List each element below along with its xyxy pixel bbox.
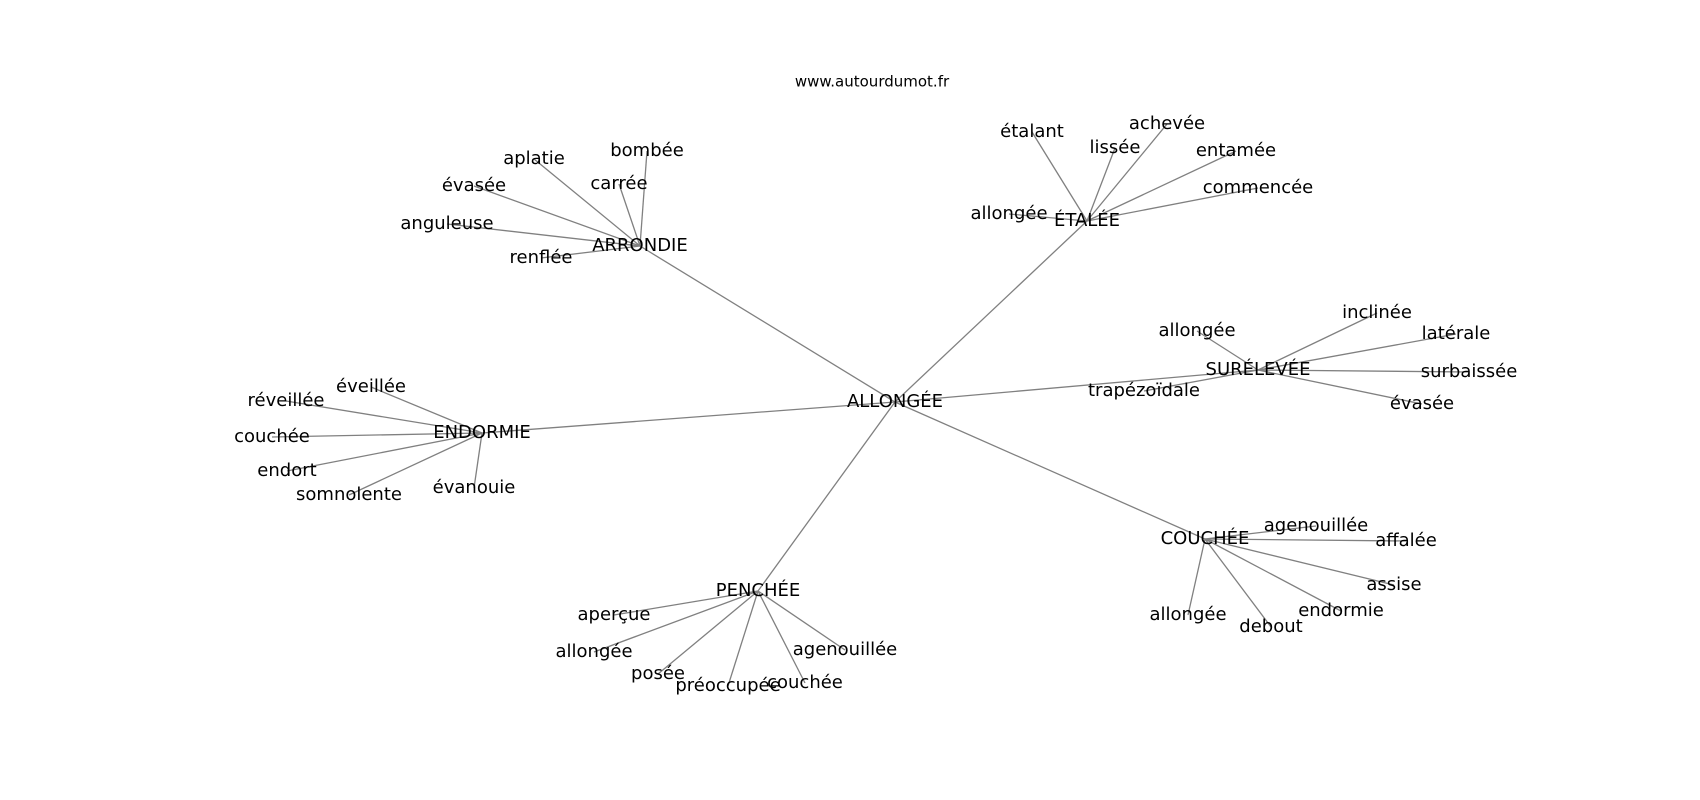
node-hub-etalee: ÉTALÉE [1054, 209, 1120, 231]
edge-arrondie-aplatie [533, 158, 641, 247]
site-url: www.autourdumot.fr [795, 73, 950, 91]
edge-couchee-assise [1204, 538, 1395, 586]
edge-couchee-affalee [1204, 538, 1407, 542]
node-center-allongee: ALLONGÉE [847, 390, 943, 412]
node-leaf-evasee: évasée [442, 175, 506, 196]
edge-etalee-etalant [1031, 131, 1088, 222]
node-leaf-allongee: allongée [555, 641, 632, 662]
edge-etalee-entamee [1086, 150, 1237, 222]
node-leaf-posee: posée [631, 663, 685, 684]
edge-surelevee-inclinee [1257, 312, 1378, 371]
node-leaf-aplatie: aplatie [503, 148, 565, 169]
node-leaf-allongee: allongée [970, 203, 1047, 224]
edge-couchee-debout [1204, 538, 1272, 628]
edge-endormie-eveillee [370, 386, 483, 434]
edge-arrondie-bombee [639, 150, 648, 247]
edge-penchee-posee [657, 590, 759, 675]
node-leaf-trapezoidale: trapézoïdale [1088, 380, 1200, 401]
edge-couchee-agenouillee [1204, 525, 1317, 540]
graph-edges [271, 123, 1470, 687]
node-leaf-couchee: couchée [767, 672, 843, 693]
edge-etalee-allongee [1008, 213, 1088, 222]
edge-endormie-endort [286, 432, 483, 472]
edge-endormie-evanouie [473, 432, 483, 489]
node-leaf-eveillee: éveillée [336, 376, 406, 397]
node-leaf-agenouillee: agenouillée [793, 639, 898, 660]
edge-center-penchee [757, 401, 896, 592]
edge-endormie-reveillee [285, 400, 483, 434]
node-leaf-apercue: aperçue [578, 604, 651, 625]
edge-arrondie-anguleuse [446, 223, 641, 247]
edge-penchee-preoccupee [727, 590, 759, 687]
edge-penchee-apercue [613, 590, 759, 616]
node-leaf-anguleuse: anguleuse [400, 213, 493, 234]
edge-penchee-couchee [757, 590, 806, 684]
node-leaf-endormie: endormie [1298, 600, 1384, 621]
node-leaf-somnolente: somnolente [296, 484, 402, 505]
edge-center-couchee [894, 401, 1206, 540]
node-leaf-reveillee: réveillée [248, 390, 325, 411]
node-leaf-inclinee: inclinée [1342, 302, 1412, 323]
node-leaf-endort: endort [257, 460, 316, 481]
node-leaf-assise: assise [1366, 574, 1421, 595]
node-leaf-evasee: évasée [1390, 393, 1454, 414]
node-leaf-allongee: allongée [1149, 604, 1226, 625]
edge-arrondie-evasee [473, 185, 641, 247]
edge-etalee-achevee [1086, 123, 1168, 222]
edge-endormie-couchee [271, 432, 483, 438]
edge-etalee-commencee [1086, 187, 1259, 222]
node-leaf-evanouie: évanouie [433, 477, 516, 498]
node-leaf-lissee: lissée [1090, 137, 1141, 158]
node-leaf-commencee: commencée [1203, 177, 1314, 198]
edge-couchee-endormie [1204, 538, 1342, 612]
node-hub-surelevee: SURÉLEVÉE [1206, 358, 1311, 380]
node-leaf-debout: debout [1239, 616, 1302, 637]
edge-couchee-allongee [1187, 538, 1206, 616]
edge-center-endormie [481, 401, 896, 434]
edge-surelevee-evasee [1257, 369, 1423, 405]
edge-penchee-allongee [593, 590, 759, 653]
node-leaf-surbaissee: surbaissée [1421, 361, 1518, 382]
edge-endormie-somnolente [348, 432, 483, 496]
node-leaf-laterale: latérale [1422, 323, 1491, 344]
edge-penchee-agenouillee [757, 590, 846, 651]
edge-surelevee-trapezoidale [1143, 369, 1259, 392]
node-leaf-carree: carrée [590, 173, 647, 194]
node-hub-penchee: PENCHÉE [716, 579, 801, 601]
edge-surelevee-surbaissee [1257, 369, 1470, 373]
node-leaf-affalee: affalée [1375, 530, 1437, 551]
node-leaf-achevee: achevée [1129, 113, 1205, 134]
edge-center-surelevee [894, 369, 1259, 403]
node-leaf-preoccupee: préoccupée [675, 675, 780, 696]
node-leaf-entamee: entamée [1196, 140, 1276, 161]
node-leaf-renflee: renflée [510, 247, 573, 268]
edge-etalee-lissee [1086, 147, 1116, 222]
node-leaf-agenouillee: agenouillée [1264, 515, 1369, 536]
node-leaf-allongee: allongée [1158, 320, 1235, 341]
node-leaf-bombee: bombée [610, 140, 684, 161]
node-hub-couchee: COUCHÉE [1161, 527, 1250, 549]
edge-arrondie-carree [618, 183, 641, 247]
edge-arrondie-renflee [540, 245, 641, 259]
edge-surelevee-allongee [1196, 330, 1259, 371]
edge-center-arrondie [639, 245, 896, 403]
node-hub-endormie: ENDORMIE [433, 422, 531, 443]
edge-surelevee-laterale [1257, 333, 1457, 371]
node-leaf-etalant: étalant [1000, 121, 1064, 142]
node-leaf-couchee: couchée [234, 426, 310, 447]
edge-center-etalee [894, 220, 1088, 403]
node-hub-arrondie: ARRONDIE [592, 235, 688, 256]
graph-labels: ALLONGÉE ARRONDIE aplatie bombée évasée carré… [234, 113, 1517, 696]
